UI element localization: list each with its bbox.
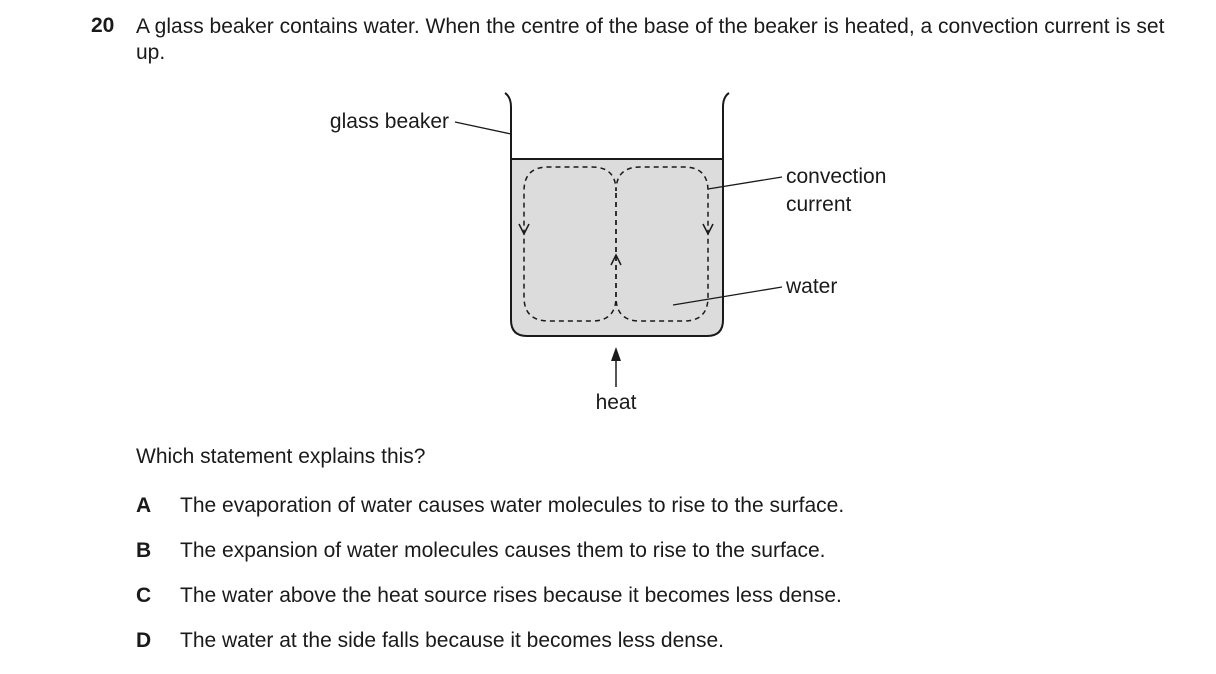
water-leader-line [672,286,783,306]
option-letter: D [136,629,152,652]
glass-beaker-leader-line [454,121,512,135]
right-convection-loop [615,166,709,322]
left-convection-loop [523,166,617,322]
glass-beaker-label: glass beaker [330,110,449,133]
heat-arrow-icon [611,347,621,361]
heat-label: heat [596,391,637,414]
option-letter: B [136,539,152,562]
option-text: The water at the side falls because it b… [180,629,724,652]
convection-arrowheads [518,223,714,266]
convection-current-loops [523,166,709,322]
convection-leader-line [707,176,783,190]
convection-label-line1: convection [786,165,886,188]
convection-beaker-diagram: glass beaker convection current water he… [330,92,886,414]
option-c[interactable]: C The water above the heat source rises b… [136,584,842,608]
water-label: water [785,275,837,298]
right-down-arrow-icon [702,223,714,236]
option-letter: A [136,494,152,517]
water-body [511,159,723,336]
option-a[interactable]: A The evaporation of water causes water m… [136,494,844,518]
question-prompt: Which statement explains this? [136,445,426,468]
option-text: The expansion of water molecules causes … [180,539,826,562]
option-text: The water above the heat source rises be… [180,584,842,607]
option-text: The evaporation of water causes water mo… [180,494,845,517]
option-b[interactable]: B The expansion of water molecules causes… [136,539,826,563]
option-letter: C [136,584,152,607]
left-down-arrow-icon [518,223,530,236]
option-d[interactable]: D The water at the side falls because it … [136,629,724,653]
glass-beaker-outline [504,92,730,337]
center-up-arrow-icon [610,253,622,266]
convection-label-line2: current [786,193,852,216]
question-stem: A glass beaker contains water. When the … [136,15,1165,64]
question-number: 20 [91,14,115,37]
